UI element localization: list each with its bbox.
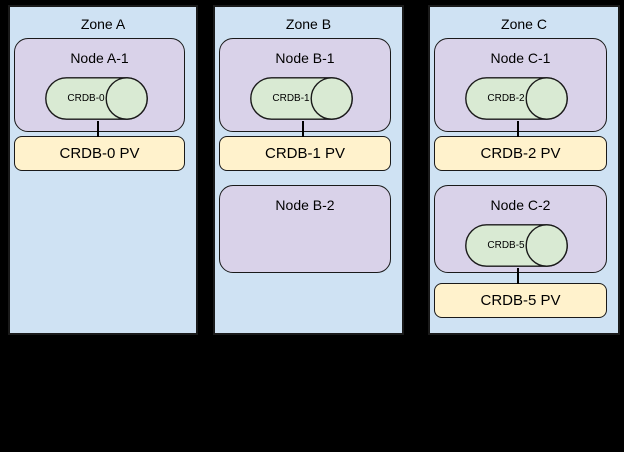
- crdb-1-label: CRDB-1: [272, 93, 310, 104]
- zone-b: Zone B Node B-1 CRDB-1 CRDB-1 PV Node B-…: [213, 5, 404, 335]
- connector-crdb0-to-pv: [97, 121, 99, 137]
- node-c-1: Node C-1 CRDB-2: [434, 38, 607, 132]
- crdb-5-pv-label: CRDB-5 PV: [480, 292, 561, 309]
- crdb-2-label: CRDB-2: [487, 93, 525, 104]
- crdb-5-pv-box: CRDB-5 PV: [434, 283, 607, 318]
- crdb-2-database-cylinder-icon: CRDB-2: [465, 77, 568, 120]
- crdb-0-label: CRDB-0: [67, 93, 105, 104]
- zone-c: Zone C Node C-1 CRDB-2 CRDB-2 PV Node C-…: [428, 5, 620, 335]
- zone-c-title: Zone C: [501, 16, 547, 32]
- crdb-0-pv-label: CRDB-0 PV: [59, 145, 140, 162]
- zone-a-title: Zone A: [80, 16, 126, 32]
- crdb-0-pv-box: CRDB-0 PV: [14, 136, 185, 171]
- crdb-1-database-cylinder-icon: CRDB-1: [250, 77, 353, 120]
- node-c-2: Node C-2 CRDB-5: [434, 185, 607, 273]
- connector-crdb1-to-pv: [302, 121, 304, 137]
- node-c-1-title: Node C-1: [490, 50, 551, 66]
- node-a-1-title: Node A-1: [70, 50, 129, 66]
- node-b-1-title: Node B-1: [275, 50, 335, 66]
- node-c-2-title: Node C-2: [490, 197, 551, 213]
- connector-crdb5-to-pv: [517, 268, 519, 284]
- node-b-2-title: Node B-2: [275, 197, 335, 213]
- crdb-2-pv-label: CRDB-2 PV: [480, 145, 561, 162]
- zone-a: Zone A Node A-1 CRDB-0 CRDB-0 PV: [8, 5, 198, 335]
- crdb-5-label: CRDB-5: [487, 240, 525, 251]
- connector-crdb2-to-pv: [517, 121, 519, 137]
- zone-b-title: Zone B: [285, 16, 332, 32]
- crdb-2-pv-box: CRDB-2 PV: [434, 136, 607, 171]
- crdb-5-database-cylinder-icon: CRDB-5: [465, 224, 568, 267]
- node-a-1: Node A-1 CRDB-0: [14, 38, 185, 132]
- node-b-2: Node B-2: [219, 185, 391, 273]
- crdb-0-database-cylinder-icon: CRDB-0: [45, 77, 148, 120]
- crdb-1-pv-box: CRDB-1 PV: [219, 136, 391, 171]
- node-b-1: Node B-1 CRDB-1: [219, 38, 391, 132]
- crdb-1-pv-label: CRDB-1 PV: [264, 145, 346, 162]
